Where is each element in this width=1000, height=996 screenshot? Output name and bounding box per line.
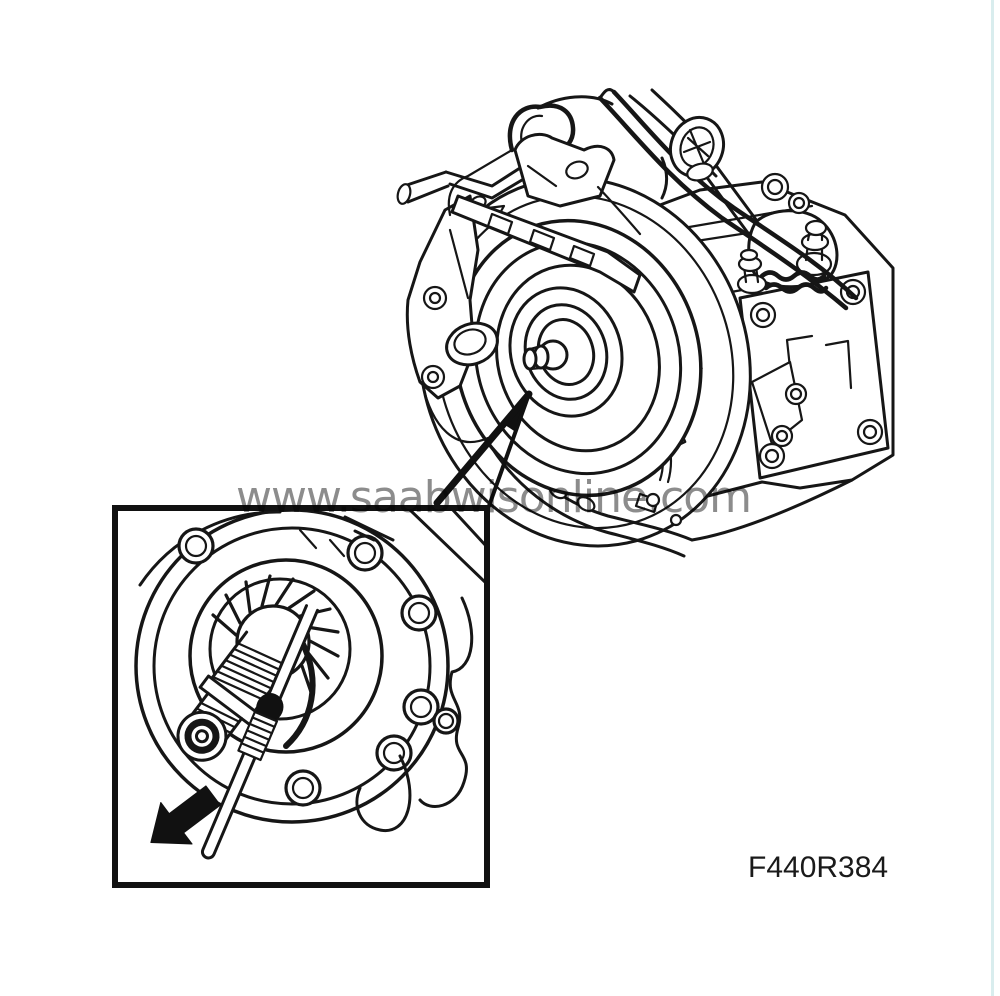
- input-shaft: [176, 630, 292, 762]
- inset-housing: [134, 510, 485, 833]
- hub-opening-arc: [283, 639, 316, 749]
- detail-inset: [112, 505, 490, 888]
- callout-leader: [433, 390, 533, 508]
- figure-code: F440R384: [748, 851, 889, 884]
- clamp-ring: [669, 115, 725, 182]
- converter-hub-stub: [522, 344, 550, 371]
- direction-arrow-icon: [150, 785, 221, 845]
- inset-border: [112, 505, 490, 888]
- inset-content: [134, 510, 485, 860]
- end-cover-plate: [738, 270, 890, 480]
- pipes-and-wiring: [396, 88, 859, 311]
- slotted-arm-bracket: [450, 194, 642, 294]
- puller-rod: [200, 604, 320, 860]
- left-housing-bracket: [405, 148, 514, 444]
- transmission-drawing: [396, 88, 895, 558]
- page-edge-line: [991, 0, 994, 996]
